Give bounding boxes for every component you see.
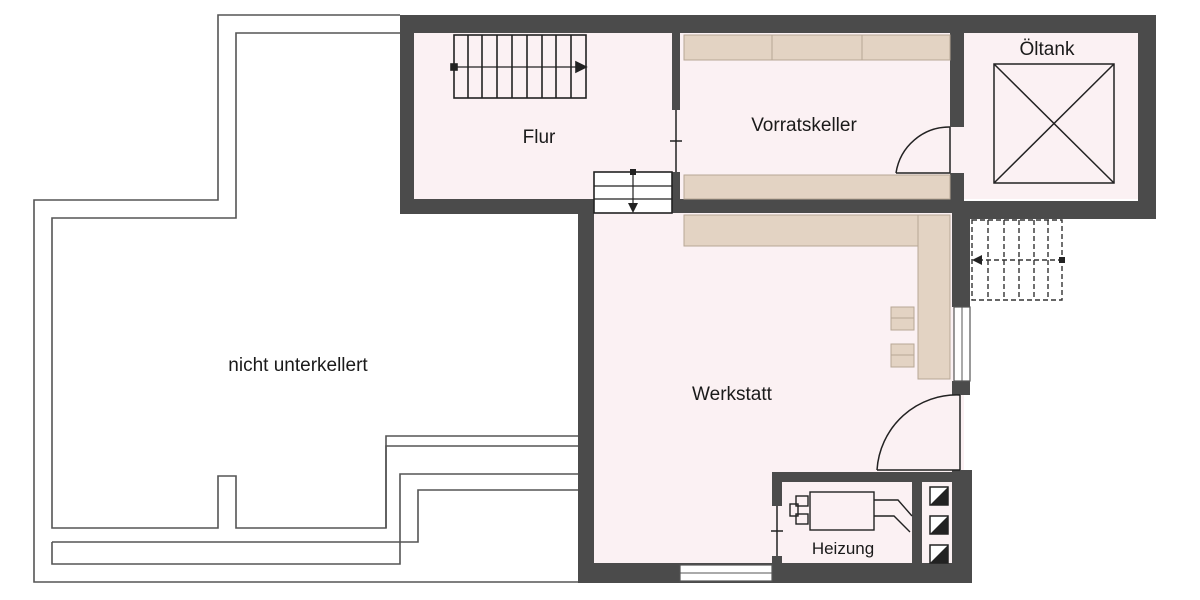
wall-heizung-inner	[912, 482, 922, 566]
wall-bottom-flur	[400, 199, 594, 214]
floor-vorratskeller	[672, 33, 962, 199]
room-label-heizung: Heizung	[812, 539, 874, 558]
wall-right-oeltank	[1138, 15, 1156, 219]
furniture	[683, 34, 951, 380]
external-stair-start	[1059, 257, 1065, 263]
wall-left-heizung-bottom	[772, 556, 782, 566]
external-staircase	[971, 219, 1063, 301]
wall-mid-horizontal	[672, 199, 962, 213]
wall-bottom-werkstatt	[578, 563, 972, 583]
wall-partition-vorrat-oel-top	[950, 33, 964, 127]
wall-bottom-oeltank	[952, 201, 1156, 219]
room-label-oeltank: Öltank	[1020, 39, 1075, 60]
room-label-flur: Flur	[523, 127, 556, 148]
workbench-side	[917, 214, 951, 380]
door-heizung	[771, 506, 783, 556]
shelf-vorrat-top-3	[861, 34, 951, 61]
unbasemented-area-outline	[33, 14, 578, 583]
floors	[414, 33, 1138, 563]
doors	[670, 110, 961, 556]
shelf-vorrat-top-1	[683, 34, 773, 61]
windows	[679, 306, 971, 582]
wall-right-werkstatt-upper	[952, 213, 970, 307]
door-flur-vorrat	[670, 110, 682, 172]
wall-partition-flur-vorrat-bottom	[672, 172, 680, 213]
window-werkstatt-bottom	[679, 564, 773, 582]
shelf-vorrat-bottom	[683, 174, 951, 200]
workbench-top	[683, 214, 919, 247]
wall-top	[400, 15, 1156, 33]
wall-right-werkstatt-mid	[952, 381, 970, 395]
wall-left-werkstatt	[578, 199, 594, 583]
wall-top-heizung	[772, 472, 962, 482]
area-label-nicht-unterkellert: nicht unterkellert	[228, 355, 368, 376]
wall-left-flur	[400, 15, 414, 214]
walls	[400, 15, 1156, 583]
oil-tank-symbol	[993, 63, 1115, 184]
wall-left-heizung-top	[772, 472, 782, 506]
external-stair-arrow	[972, 255, 982, 265]
boiler-symbol	[789, 491, 913, 533]
floor-werkstatt	[594, 213, 964, 563]
door-werkstatt-right	[876, 394, 961, 471]
shelf-vorrat-top-2	[771, 34, 863, 61]
wall-partition-flur-vorrat-top	[672, 33, 680, 110]
room-label-werkstatt: Werkstatt	[692, 384, 773, 405]
chimney-flues	[929, 486, 949, 564]
door-vorrat-oeltank	[895, 126, 951, 174]
window-werkstatt-right	[953, 306, 971, 382]
wall-partition-vorrat-oel-bottom	[950, 173, 964, 213]
floor-oeltank	[962, 33, 1138, 199]
room-label-vorratskeller: Vorratskeller	[751, 115, 857, 136]
staircase-flur	[450, 34, 588, 99]
staircase-transition	[593, 169, 673, 214]
wall-right-heizung	[952, 470, 972, 583]
